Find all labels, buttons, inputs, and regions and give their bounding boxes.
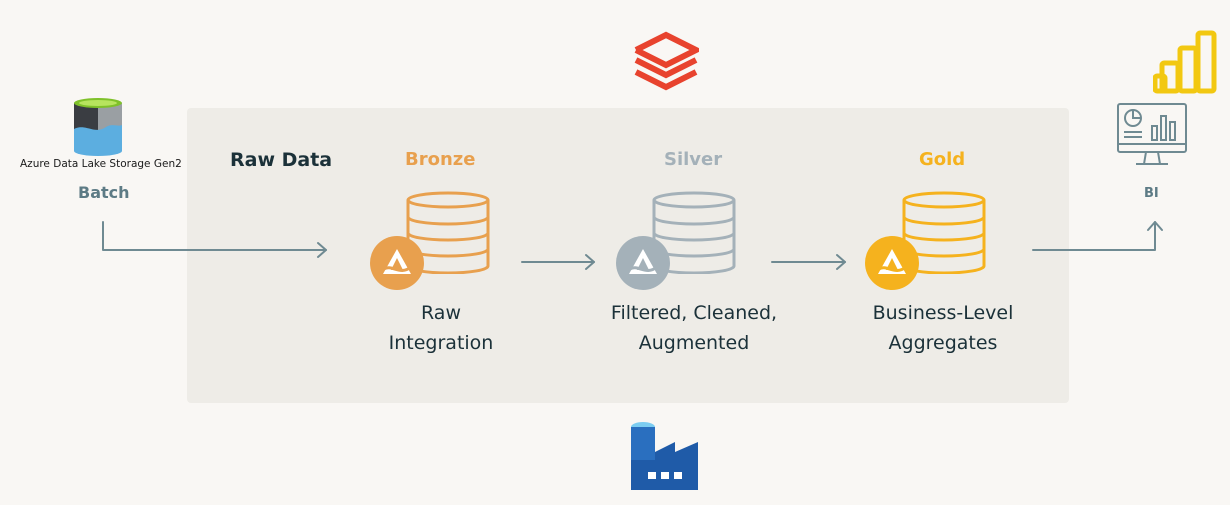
silver-database-stack-icon: [651, 190, 737, 274]
batch-label: Batch: [78, 183, 130, 202]
azure-data-lake-storage-icon: [72, 97, 124, 157]
dashboard-monitor-icon: [1116, 102, 1188, 174]
gold-delta-lake-icon: [865, 236, 919, 290]
silver-description: Filtered, Cleaned, Augmented: [610, 302, 778, 354]
power-bi-icon: [1153, 30, 1219, 94]
databricks-logo-icon: [633, 30, 699, 96]
raw-data-label: Raw Data: [230, 149, 333, 171]
azure-data-factory-icon: [628, 420, 700, 492]
silver-label: Silver: [664, 149, 723, 170]
gold-description: Business-Level Aggregates: [872, 302, 1014, 354]
bronze-label: Bronze: [405, 149, 476, 170]
bronze-description: Raw Integration: [388, 302, 494, 354]
adls-caption: Azure Data Lake Storage Gen2: [20, 158, 182, 170]
gold-label: Gold: [919, 149, 966, 170]
bi-label: BI: [1144, 186, 1159, 201]
silver-delta-lake-icon: [616, 236, 670, 290]
bronze-delta-lake-icon: [370, 236, 424, 290]
